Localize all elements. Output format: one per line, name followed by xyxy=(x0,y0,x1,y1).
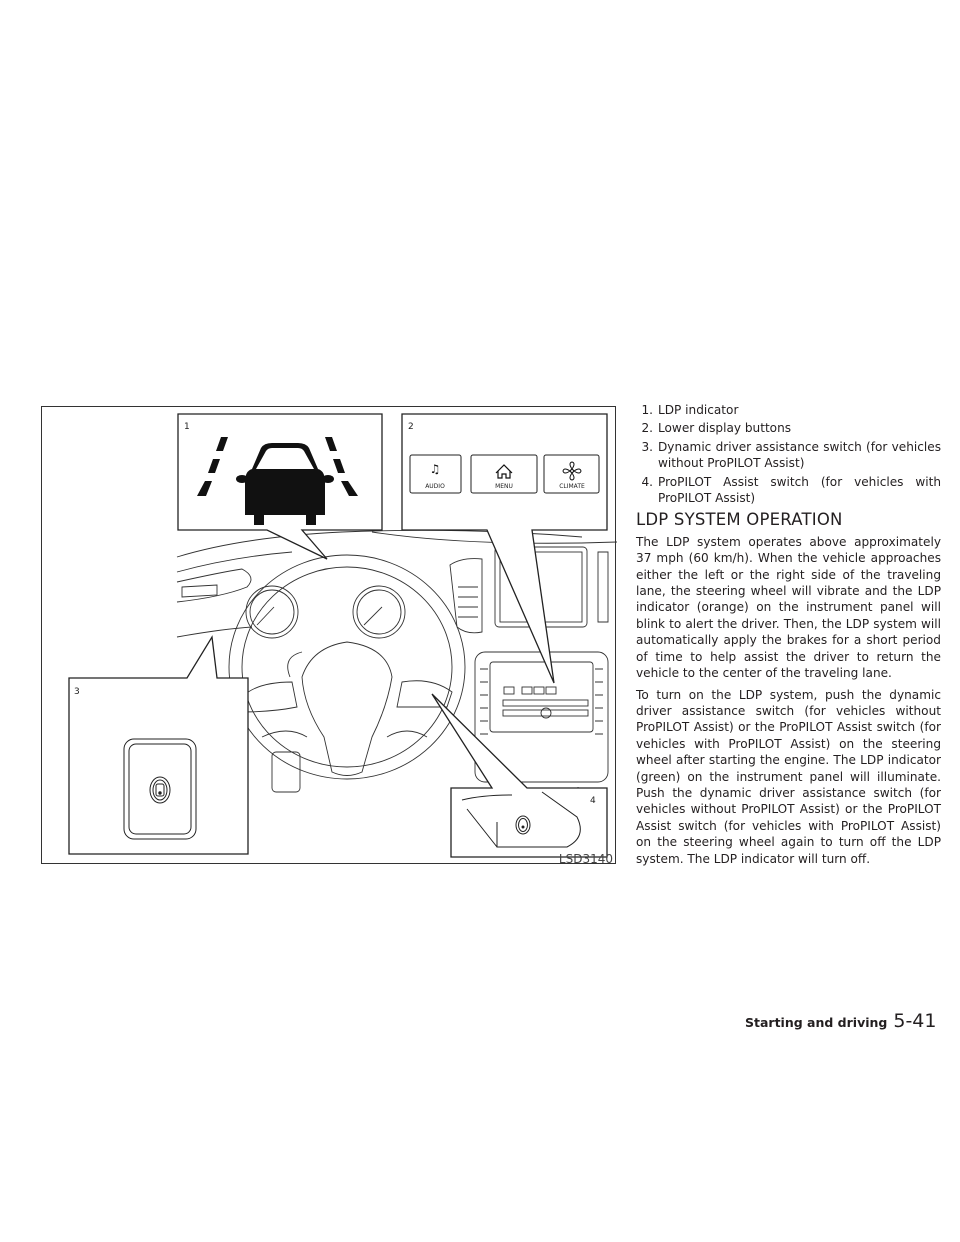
legend-number: 2. xyxy=(641,421,653,436)
legend-number: 3. xyxy=(641,439,653,454)
callout-3-dynamic-driver-assistance-switch: 3 xyxy=(68,635,249,855)
audio-button: ♫ AUDIO xyxy=(409,454,462,494)
body-paragraph: To turn on the LDP system, push the dyna… xyxy=(636,687,941,866)
callout-1-ldp-indicator: 1 xyxy=(177,413,383,560)
climate-button: CLIMATE xyxy=(543,454,600,494)
propilot-switch-icon xyxy=(515,815,531,835)
legend-number: 1. xyxy=(641,403,653,417)
callout-number-1: 1 xyxy=(184,422,190,432)
legend-item: 1. LDP indicator xyxy=(636,402,941,418)
lane-departure-car-icon xyxy=(197,437,358,525)
legend-item: 2. Lower display buttons xyxy=(636,420,941,436)
legend-number: 4. xyxy=(641,474,653,489)
callout-2-lower-display-buttons: 2 ♫ AUDIO MENU CLIMATE xyxy=(401,413,608,684)
callout-number-2: 2 xyxy=(408,422,414,432)
lane-switch-icon xyxy=(149,776,171,804)
page-footer: Starting and driving 5-41 xyxy=(745,1010,936,1032)
fan-icon xyxy=(562,461,582,481)
legend-text: Lower display buttons xyxy=(658,421,792,436)
legend-text: Dynamic driver assistance switch (for ve… xyxy=(658,439,941,471)
audio-label: AUDIO xyxy=(425,483,445,490)
body-paragraph: The LDP system operates above approxi­ma… xyxy=(636,534,941,681)
text-column: 1.LDP indicator 2.Lower display buttons … xyxy=(636,402,941,872)
climate-label: CLIMATE xyxy=(559,483,585,490)
section-title: LDP SYSTEM OPERATION xyxy=(636,510,843,530)
legend-item: 3. Dynamic driver assistance switch (for … xyxy=(636,439,941,472)
home-icon xyxy=(495,464,513,479)
menu-label: MENU xyxy=(495,483,513,490)
legend-text: LDP indicator xyxy=(658,403,739,417)
menu-button: MENU xyxy=(470,454,538,494)
callout-4-propilot-assist-switch: 4 xyxy=(431,693,608,858)
page-number: 5-41 xyxy=(893,1010,937,1032)
callout-number-3: 3 xyxy=(74,687,80,697)
legend-item: 4. ProPILOT Assist switch (for vehicles w… xyxy=(636,474,941,507)
footer-section-title: Starting and driving xyxy=(745,1015,888,1030)
figure-code: LSD3140 xyxy=(558,852,613,866)
callout-number-4: 4 xyxy=(590,796,596,806)
legend-text: ProPILOT Assist switch (for vehicles wit… xyxy=(658,474,941,506)
dashboard-illustration: 1 2 ♫ AUDIO M xyxy=(41,406,617,866)
figure-legend: 1.LDP indicator 2.Lower display buttons … xyxy=(636,402,941,506)
music-note-icon: ♫ xyxy=(430,462,441,476)
